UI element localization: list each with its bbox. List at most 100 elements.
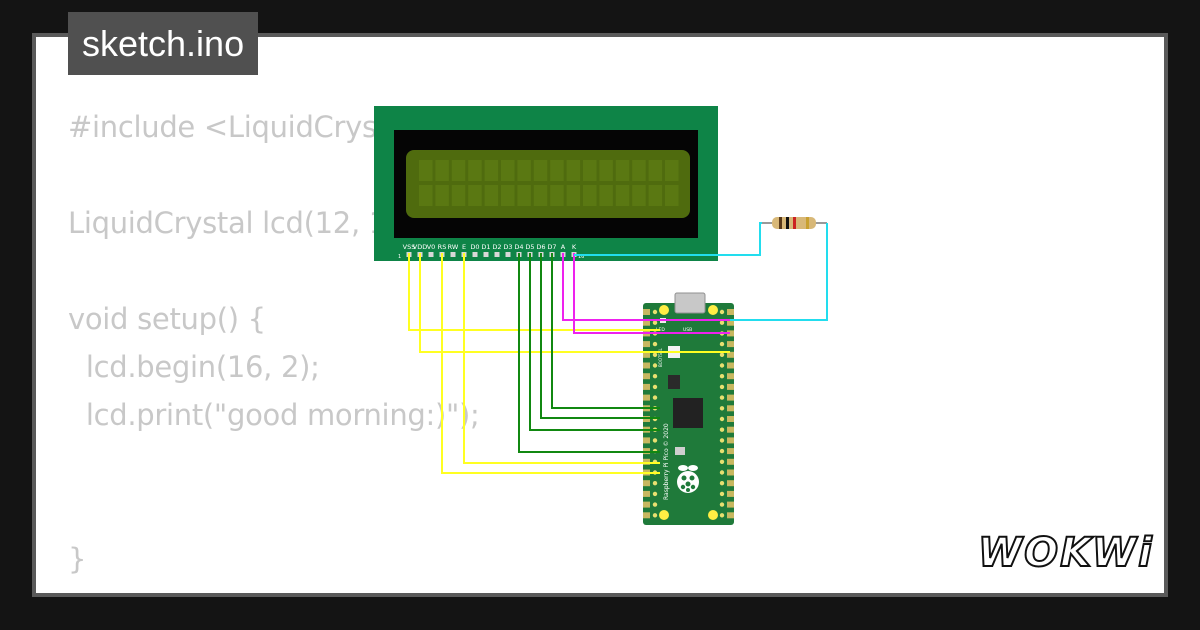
pico-pin-right[interactable] (727, 351, 734, 358)
wire-magenta-a[interactable] (562, 253, 730, 321)
lcd-pin[interactable] (483, 252, 489, 257)
lcd-char-cell (451, 160, 466, 181)
pico-pin-left[interactable] (643, 341, 650, 348)
pico-pad-left (652, 384, 658, 390)
raspberry-logo-icon (677, 465, 699, 493)
file-tab[interactable]: sketch.ino (68, 12, 259, 75)
lcd-pin[interactable] (450, 252, 456, 257)
raspberry-pi-pico[interactable]: LED USB BOOTSEL Raspberry Pi Pico © 2020 (643, 292, 734, 525)
pico-pad-left (652, 374, 658, 379)
pico-pin-right[interactable] (727, 437, 734, 444)
pico-pad-right (719, 374, 725, 379)
lcd-pin-label: E (462, 243, 466, 251)
pico-pin-left[interactable] (643, 309, 650, 315)
wire-yellow-e[interactable] (463, 253, 660, 464)
pico-pin-right[interactable] (727, 426, 734, 433)
lcd-char-cell (517, 185, 531, 206)
wire-green-d6[interactable] (540, 253, 660, 419)
pico-pin-right[interactable] (727, 341, 734, 348)
pico-pin-right[interactable] (727, 373, 734, 380)
wire-yellow-vdd[interactable] (419, 253, 730, 353)
pico-pad-right (719, 470, 725, 475)
lcd-char-cell (451, 185, 466, 206)
wire-yellow-vss[interactable] (408, 253, 660, 331)
lcd-char-cell (419, 185, 433, 206)
pico-pin-right[interactable] (727, 319, 734, 326)
code-line[interactable]: lcd.print("good morning:)"); (68, 398, 480, 432)
pico-pin-right[interactable] (727, 330, 734, 337)
lcd-char-cell (648, 185, 663, 206)
lcd-char-cell (599, 160, 613, 181)
pico-mount-hole (708, 510, 718, 520)
pico-mount-hole (659, 305, 669, 315)
pico-pin-right[interactable] (727, 490, 734, 497)
pico-pin-right[interactable] (727, 394, 734, 401)
code-line[interactable]: } (68, 542, 87, 576)
wokwi-logo-text: WOKWi (978, 530, 1154, 576)
pico-pad-right (719, 491, 725, 497)
wire-cyan-to-resistor[interactable] (574, 222, 762, 256)
pico-usb-label: USB (683, 327, 692, 333)
lcd-char-cell (501, 185, 515, 206)
wire-green-d7[interactable] (551, 253, 660, 409)
pico-pin-right[interactable] (727, 405, 734, 412)
pico-pad-right (719, 341, 725, 347)
pico-pin-left[interactable] (643, 394, 650, 401)
lcd-char-cell (550, 185, 564, 206)
pico-pad-right (719, 513, 725, 518)
lcd-char-cell (468, 185, 482, 206)
pico-pin-right[interactable] (727, 383, 734, 390)
wire-magenta-k[interactable] (573, 253, 730, 334)
lcd-pin-label: RS (438, 243, 447, 251)
code-line[interactable]: void loop() { (68, 583, 588, 593)
lcd-pin[interactable] (428, 252, 434, 257)
lcd-pin[interactable] (505, 252, 511, 257)
wire-cyan-from-resistor[interactable] (730, 223, 828, 321)
pico-pin-right[interactable] (727, 362, 734, 369)
pico-pin-left[interactable] (643, 373, 650, 380)
pico-pin-left[interactable] (643, 437, 650, 444)
pico-pin-left[interactable] (643, 458, 650, 465)
pico-pin-left[interactable] (643, 512, 650, 519)
wire-yellow-rs[interactable] (441, 253, 660, 474)
pico-pin-right[interactable] (727, 458, 734, 465)
pico-pad-left (652, 320, 658, 325)
pico-pad-left (652, 352, 658, 357)
pico-pin-left[interactable] (643, 362, 650, 369)
lcd-pin[interactable] (494, 252, 500, 257)
wire-green-d4[interactable] (518, 253, 660, 453)
pico-pad-left (652, 481, 658, 486)
pico-pin-right[interactable] (727, 309, 734, 315)
pico-pad-left (652, 513, 658, 518)
pico-pad-left (652, 363, 658, 368)
pico-pin-right[interactable] (727, 512, 734, 519)
pico-bootsel-label: BOOTSEL (658, 348, 663, 367)
code-line[interactable]: lcd.begin(16, 2); (68, 350, 320, 384)
pico-pin-left[interactable] (643, 319, 650, 326)
lcd-char-cell (615, 185, 630, 206)
lcd-pin[interactable] (472, 252, 478, 257)
code-line[interactable]: void setup() { (68, 302, 266, 336)
pico-pad-left (652, 491, 658, 497)
pico-pin-left[interactable] (643, 383, 650, 390)
wire-green-d5[interactable] (529, 253, 660, 431)
pico-pin-right[interactable] (727, 501, 734, 508)
resistor[interactable] (762, 217, 827, 229)
pico-pin-right[interactable] (727, 469, 734, 476)
lcd-pin-label: V0 (427, 243, 436, 251)
pico-pin-left[interactable] (643, 490, 650, 497)
pico-pin-left[interactable] (643, 501, 650, 508)
pico-chip (673, 398, 703, 428)
pico-pin-right[interactable] (727, 480, 734, 487)
pico-pin-right[interactable] (727, 416, 734, 422)
lcd-char-cell (566, 160, 581, 181)
pico-pin-right[interactable] (727, 448, 734, 455)
pico-pad-right (719, 502, 725, 507)
lcd-pin-label: D1 (481, 243, 490, 251)
pico-pin-left[interactable] (643, 480, 650, 487)
pico-pin-left[interactable] (643, 351, 650, 358)
lcd-char-cell (484, 185, 499, 206)
lcd-char-cell (435, 160, 449, 181)
